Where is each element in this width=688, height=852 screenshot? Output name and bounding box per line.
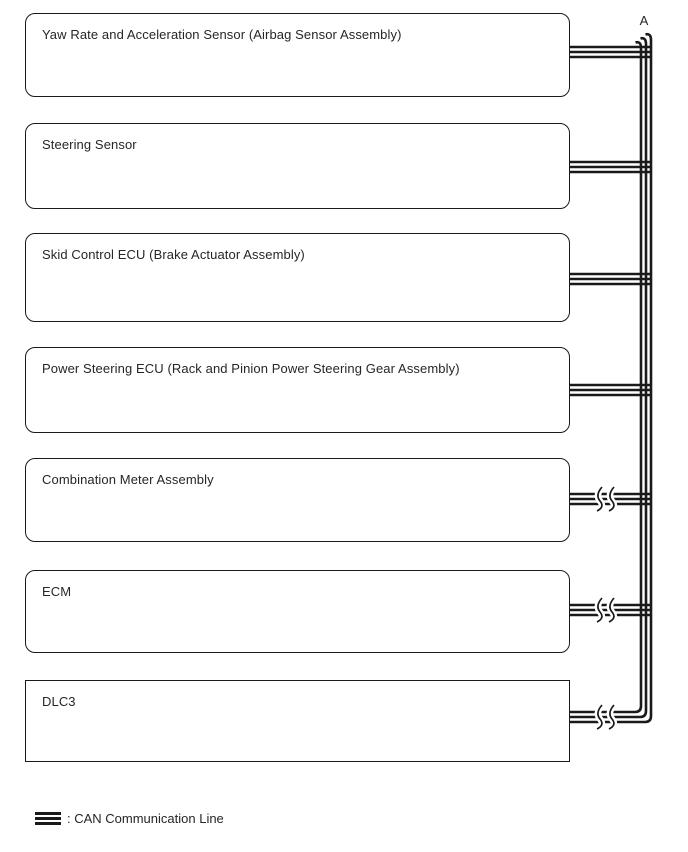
break-mark xyxy=(594,484,618,514)
node-ecm: ECM xyxy=(25,570,570,653)
can-line-symbol xyxy=(35,812,61,825)
node-label: ECM xyxy=(42,584,72,599)
break-mark xyxy=(594,595,618,625)
node-steering-sensor: Steering Sensor xyxy=(25,123,570,209)
connector-a-label: A xyxy=(639,13,649,28)
node-yaw-rate-acceleration-sensor: Yaw Rate and Acceleration Sensor (Airbag… xyxy=(25,13,570,97)
can-line-symbol-bar xyxy=(35,822,61,825)
node-label: Combination Meter Assembly xyxy=(42,472,214,487)
legend: : CAN Communication Line xyxy=(35,811,224,826)
node-skid-control-ecu: Skid Control ECU (Brake Actuator Assembl… xyxy=(25,233,570,322)
can-line-symbol-bar xyxy=(35,812,61,815)
legend-label: : CAN Communication Line xyxy=(67,811,224,826)
node-label: Steering Sensor xyxy=(42,137,137,152)
node-dlc3: DLC3 xyxy=(25,680,570,762)
node-label: DLC3 xyxy=(42,694,76,709)
break-mark xyxy=(594,702,618,732)
node-label: Yaw Rate and Acceleration Sensor (Airbag… xyxy=(42,27,402,42)
node-power-steering-ecu: Power Steering ECU (Rack and Pinion Powe… xyxy=(25,347,570,433)
node-label: Skid Control ECU (Brake Actuator Assembl… xyxy=(42,247,305,262)
can-line-symbol-bar xyxy=(35,817,61,820)
trunk-line-inner xyxy=(569,40,643,714)
trunk-line-middle xyxy=(569,36,648,719)
trunk-line-outer xyxy=(569,32,653,724)
node-label: Power Steering ECU (Rack and Pinion Powe… xyxy=(42,361,460,376)
node-combination-meter-assembly: Combination Meter Assembly xyxy=(25,458,570,542)
